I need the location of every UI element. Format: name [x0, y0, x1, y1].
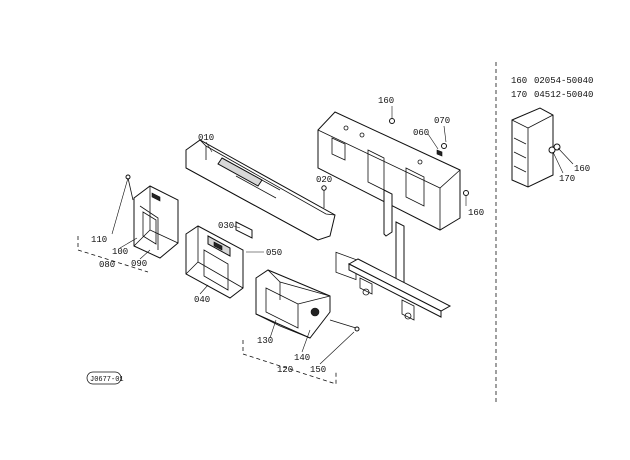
callout-080: 080 [99, 260, 115, 270]
callout-040: 040 [194, 295, 210, 305]
frame-fasteners: 160 070 060 160 [378, 96, 484, 218]
part-010-cover: 010 [185, 133, 336, 241]
center-lamp-assembly: 030 050 040 [185, 221, 282, 305]
callout-160-detail: 160 [574, 164, 590, 174]
ref-row-2-id: 170 [511, 90, 527, 100]
callout-130: 130 [257, 336, 273, 346]
figure-code: J0677-01 [90, 376, 124, 384]
base-frame [347, 258, 452, 321]
ref-row-1-part: 02054-50040 [534, 76, 593, 86]
part-020-screw: 020 [316, 175, 332, 208]
detail-bracket: 160 170 [511, 107, 590, 188]
callout-020: 020 [316, 175, 332, 185]
callout-010: 010 [198, 133, 214, 143]
callout-150: 150 [310, 365, 326, 375]
callout-030: 030 [218, 221, 234, 231]
callout-100: 100 [112, 247, 128, 257]
callout-090: 090 [131, 259, 147, 269]
callout-070: 070 [434, 116, 450, 126]
reference-table: 160 02054-50040 170 04512-50040 [511, 76, 593, 100]
support-frame [317, 111, 461, 291]
callout-120: 120 [277, 365, 293, 375]
ref-row-1-id: 160 [511, 76, 527, 86]
callout-160-right: 160 [468, 208, 484, 218]
callout-110: 110 [91, 235, 107, 245]
callout-160-top: 160 [378, 96, 394, 106]
ref-row-2-part: 04512-50040 [534, 90, 593, 100]
callout-060: 060 [413, 128, 429, 138]
right-lamp-assembly: 130 140 120 150 [242, 269, 360, 385]
callout-050: 050 [266, 248, 282, 258]
figure-code-stamp: J0677-01 [86, 371, 124, 385]
callout-170: 170 [559, 174, 575, 184]
left-lamp-assembly: 110 100 080 090 [77, 174, 179, 273]
callout-140: 140 [294, 353, 310, 363]
